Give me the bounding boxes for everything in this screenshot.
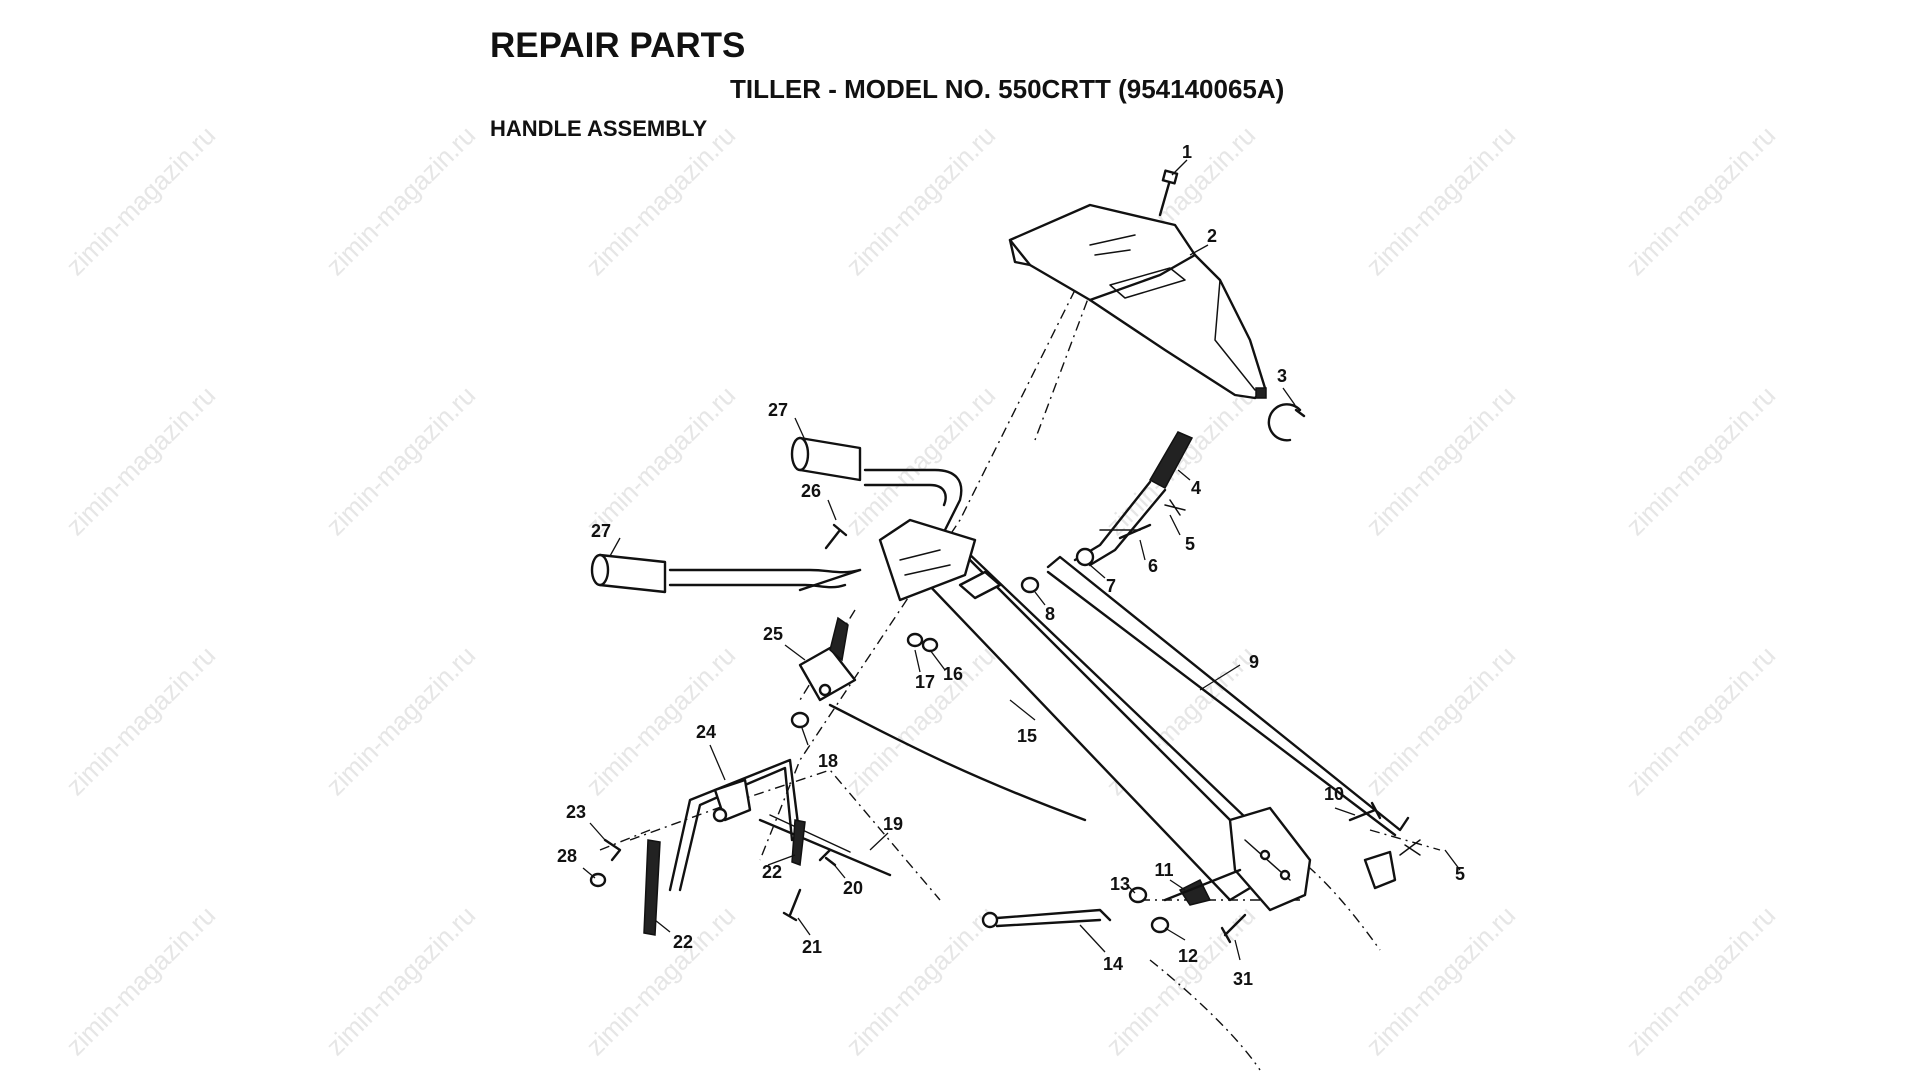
clip-part-23 [603,838,622,862]
callout-31: 31 [1233,969,1253,989]
callout-16: 16 [943,664,963,684]
bushing-part-8 [1020,576,1040,594]
callout-22-upper: 22 [762,862,782,882]
callout-2: 2 [1207,226,1217,246]
grip-part-lower [590,553,667,594]
bolt-part-6 [1118,523,1152,540]
callout-14: 14 [1103,954,1123,974]
callout-21: 21 [802,937,822,957]
callout-9: 9 [1249,652,1259,672]
callout-27-upper: 27 [768,400,788,420]
callout-3: 3 [1277,366,1287,386]
callout-5-upper: 5 [1185,534,1195,554]
bolt-part-10 [1348,801,1382,822]
clip-part-5-upper [1164,499,1186,516]
page-title: REPAIR PARTS [490,26,746,65]
callout-22-lower: 22 [673,932,693,952]
callout-4: 4 [1191,478,1201,498]
throttle-bracket-part [798,616,857,702]
callout-24: 24 [696,722,716,742]
rod-bracket-part [1363,839,1421,890]
callout-27-lower: 27 [591,521,611,541]
washer-part-12 [1150,916,1170,934]
callout-15: 15 [1017,726,1037,746]
control-lever-part [1073,431,1194,567]
shift-rod-part [1046,555,1410,837]
callout-leaders [582,159,1461,961]
handle-bracket-part [878,518,1002,602]
mounting-plate-part [1228,806,1312,912]
callout-25: 25 [763,624,783,644]
grip-part-upper [790,436,862,482]
callout-6: 6 [1148,556,1158,576]
clip-ring-part [1267,403,1306,442]
callout-numbers: 1 2 3 4 5 6 7 8 9 10 11 12 13 14 15 16 1… [557,142,1465,989]
callout-20: 20 [843,878,863,898]
handle-panel-part [1008,203,1267,400]
nut-part-18 [790,711,810,729]
screw-part-1 [1158,169,1179,217]
callout-5-lower: 5 [1455,864,1465,884]
callout-12: 12 [1178,946,1198,966]
callout-18: 18 [818,751,838,771]
callout-11: 11 [1154,860,1173,880]
bolt-part-21 [782,888,802,922]
washer-parts-16-17 [906,632,939,653]
callout-8: 8 [1045,604,1055,624]
callout-28: 28 [557,846,577,866]
model-subtitle: TILLER - MODEL NO. 550CRTT (954140065A) [730,74,1285,104]
section-heading: HANDLE ASSEMBLY [490,116,708,141]
callout-26: 26 [801,481,821,501]
spring-rod-part [758,818,892,877]
bail-grip-part-upper [791,819,806,867]
callout-17: 17 [915,672,935,692]
depth-lever-part [981,908,1112,929]
bail-bracket-part [668,758,802,892]
callout-19: 19 [883,814,903,834]
callout-10: 10 [1324,784,1344,804]
callout-23: 23 [566,802,586,822]
callout-1: 1 [1182,142,1192,162]
lever-rod-part-11 [1163,868,1242,902]
callout-13: 13 [1110,874,1130,894]
bolt-part-31 [1220,913,1247,944]
spring-coil-part [769,814,851,853]
handlebar-part [668,468,963,592]
bail-grip-part-lower [643,839,661,936]
throttle-cable-part [828,703,1087,822]
screw-part-26 [824,523,848,550]
callout-7: 7 [1106,576,1116,596]
